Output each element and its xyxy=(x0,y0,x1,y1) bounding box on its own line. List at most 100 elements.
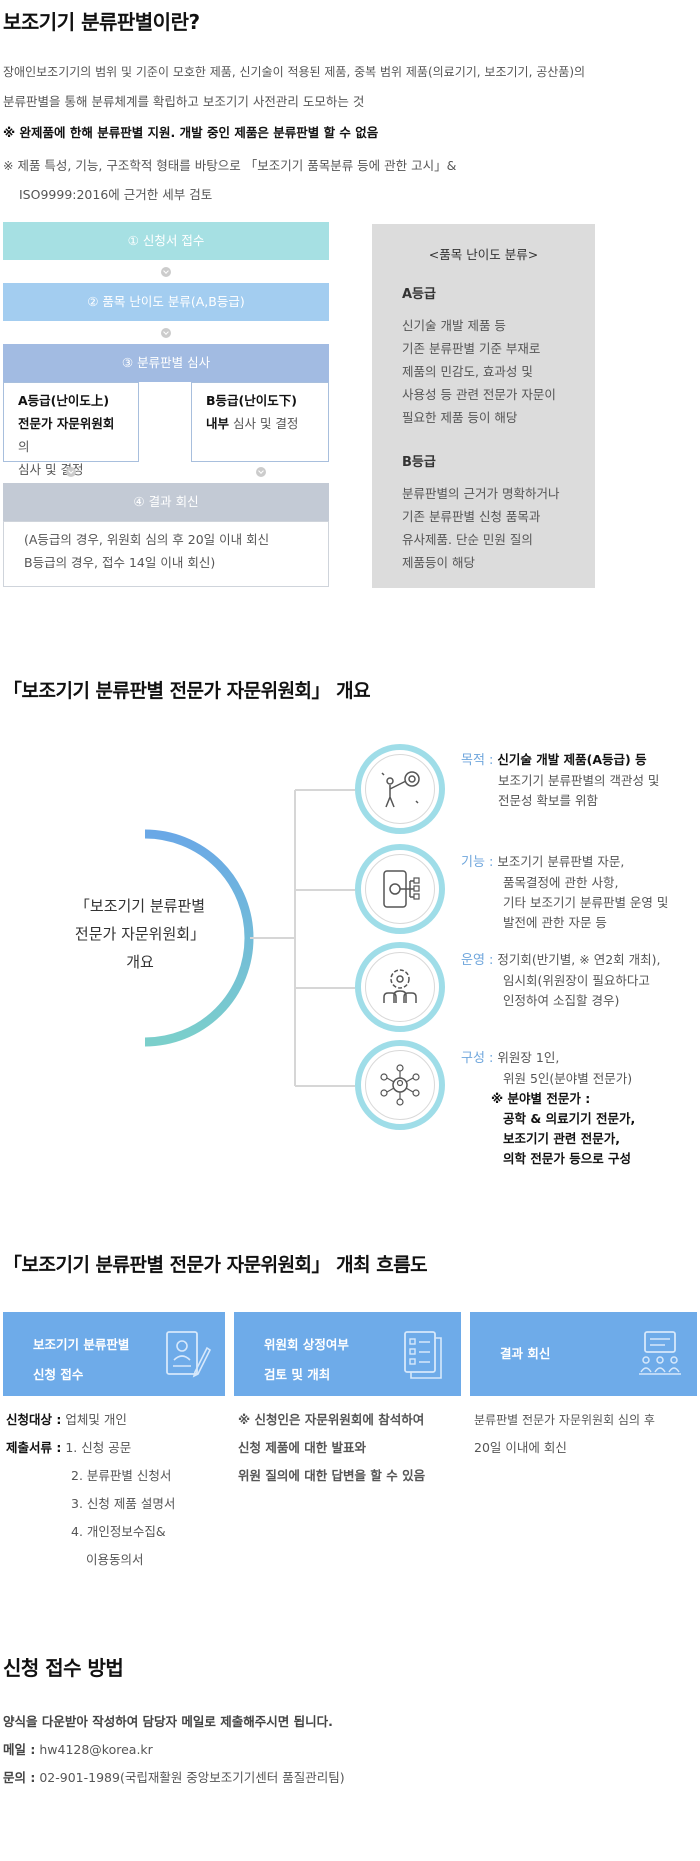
function-lead: 보조기기 분류판별 자문, xyxy=(497,854,625,869)
result-line-1: (A등급의 경우, 위원회 심의 후 20일 이내 회신 xyxy=(24,532,270,547)
process-box-3-label: 결과 회신 xyxy=(500,1346,551,1361)
grade-a-line: 신기술 개발 제품 등 xyxy=(402,318,506,333)
intro-line-2: 분류판별을 통해 분류체계를 확립하고 보조기기 사전관리 도모하는 것 xyxy=(3,94,365,109)
operation-line: 임시회(위원장이 필요하다고 xyxy=(503,973,650,988)
note-line-2: ISO9999:2016에 근거한 세부 검토 xyxy=(19,187,213,202)
composition-circle xyxy=(355,1040,445,1130)
section-title-classification: 보조기기 분류판별이란? xyxy=(3,10,200,34)
note-review-basis: ※ 제품 특성, 기능, 구조학적 형태를 바탕으로 「보조기기 품목분류 등에… xyxy=(3,153,456,207)
step-3-bar: ③ 분류판별 심사 xyxy=(3,344,329,382)
center-line: 전문가 자문위원회」 xyxy=(74,925,206,943)
target-person-icon xyxy=(381,771,420,808)
tablet-network-icon xyxy=(383,870,420,908)
step-connector-icon xyxy=(66,467,76,477)
center-line: 개요 xyxy=(126,953,154,971)
composition-bold-line: ※ 분야별 전문가 : xyxy=(491,1091,591,1106)
apply-description: 양식을 다운받아 작성하여 담당자 메일로 제출해주시면 됩니다. xyxy=(3,1714,333,1729)
operation-circle xyxy=(355,942,445,1032)
notice-completed-only: ※ 완제품에 한해 분류판별 지원. 개발 중인 제품은 분류판별 할 수 없음 xyxy=(3,125,379,140)
apply-info: 양식을 다운받아 작성하여 담당자 메일로 제출해주시면 됩니다. 메일 : h… xyxy=(3,1708,345,1792)
process-box-application: 보조기기 분류판별 신청 접수 xyxy=(3,1312,225,1396)
process-box-1-line: 보조기기 분류판별 xyxy=(33,1337,130,1352)
step-connector-icon xyxy=(256,467,266,477)
document-item: 이용동의서 xyxy=(86,1552,144,1567)
operation-line: 인정하여 소집할 경우) xyxy=(503,993,620,1008)
step-connector-icon xyxy=(161,267,171,277)
step-2-bar: ② 품목 난이도 분류(A,B등급) xyxy=(3,283,329,321)
result-reply-note: 분류판별 전문가 자문위원회 심의 후 20일 이내에 회신 xyxy=(474,1406,698,1462)
function-text: 기능 : 보조기기 분류판별 자문, 품목결정에 관한 사항, 기타 보조기기 … xyxy=(461,852,691,933)
document-item: 2. 분류판별 신청서 xyxy=(71,1468,172,1483)
grade-a-description: 신기술 개발 제품 등 기존 분류판별 기준 부재로 제품의 민감도, 효과성 … xyxy=(402,314,565,429)
operation-key: 운영 : xyxy=(461,953,494,968)
grade-a-line: 필요한 제품 등이 해당 xyxy=(402,410,518,425)
process-box-result: 결과 회신 xyxy=(470,1312,697,1396)
process-box-review: 위원회 상정여부 검토 및 개최 xyxy=(234,1312,461,1396)
grade-b-line: 분류판별의 근거가 명확하거나 xyxy=(402,486,560,501)
grade-a-line: 사용성 등 관련 전문가 자문이 xyxy=(402,387,556,402)
process-box-1-label: 보조기기 분류판별 신청 접수 xyxy=(33,1330,129,1390)
process-box-2-label: 위원회 상정여부 검토 및 개최 xyxy=(264,1330,349,1390)
grade-a-review-box: A등급(난이도上) 전문가 자문위원회의 심사 및 결정 xyxy=(3,382,139,477)
purpose-line: 전문성 확보를 위함 xyxy=(498,793,598,808)
process-box-2-line: 검토 및 개최 xyxy=(264,1367,331,1382)
phone-value: 02-901-1989(국립재활원 중앙보조기기센터 품질관리팀) xyxy=(39,1770,345,1785)
section-title-process: 「보조기기 분류판별 전문가 자문위원회」 개최 흐름도 xyxy=(3,1254,428,1276)
purpose-text: 목적 : 신기술 개발 제품(A등급) 등 보조기기 분류판별의 객관성 및 전… xyxy=(461,750,691,811)
function-line: 기타 보조기기 분류판별 운영 및 xyxy=(503,895,669,910)
note-line-1: ※ 제품 특성, 기능, 구조학적 형태를 바탕으로 「보조기기 품목분류 등에… xyxy=(3,158,457,173)
phone-key: 문의 : xyxy=(3,1770,36,1785)
function-line: 품목결정에 관한 사항, xyxy=(503,875,619,890)
center-arc xyxy=(144,829,254,1047)
document-item: 4. 개인정보수집& xyxy=(71,1524,166,1539)
operation-lead: 정기회(반기별, ※ 연2회 개최), xyxy=(497,952,661,967)
process-box-2-line: 위원회 상정여부 xyxy=(264,1337,349,1352)
purpose-line: 보조기기 분류판별의 객관성 및 xyxy=(498,773,660,788)
committee-diagram-lines xyxy=(144,789,355,1087)
purpose-key: 목적 : xyxy=(461,753,494,768)
grade-b-line: 유사제품. 단순 민원 질의 xyxy=(402,532,533,547)
team-gear-icon xyxy=(383,969,417,1003)
checklist-icon xyxy=(404,1331,442,1379)
meeting-icon xyxy=(639,1331,681,1375)
document-pen-icon xyxy=(166,1331,211,1378)
function-key: 기능 : xyxy=(461,855,494,870)
grade-b-suffix: 심사 및 결정 xyxy=(229,416,299,431)
document-item: 1. 신청 공문 xyxy=(65,1440,132,1455)
grade-a-suffix: 의 xyxy=(18,439,30,454)
function-circle xyxy=(355,844,445,934)
grade-a-line: 제품의 민감도, 효과성 및 xyxy=(402,364,533,379)
center-line: 「보조기기 분류판별 xyxy=(74,897,206,915)
step-connector-icon xyxy=(161,328,171,338)
function-line: 발전에 관한 자문 등 xyxy=(503,915,607,930)
grade-b-line: 기존 분류판별 신청 품목과 xyxy=(402,509,541,524)
grade-a-heading: A등급 xyxy=(402,287,436,302)
grade-box-title: <품목 난이도 분류> xyxy=(428,247,539,262)
section-title-committee: 「보조기기 분류판별 전문가 자문위원회」 개요 xyxy=(3,680,371,702)
grade-a-committee: 전문가 자문위원회 xyxy=(18,416,115,431)
result-line-2: B등급의 경우, 접수 14일 이내 회신) xyxy=(24,555,216,570)
grade-b-description: 분류판별의 근거가 명확하거나 기존 분류판별 신청 품목과 유사제품. 단순 … xyxy=(402,482,565,574)
composition-bold-line: 보조기기 관련 전문가, xyxy=(503,1131,620,1146)
composition-key: 구성 : xyxy=(461,1051,494,1066)
step-1-bar: ① 신청서 접수 xyxy=(3,222,329,260)
documents-key: 제출서류 : xyxy=(6,1440,62,1455)
expert-network-icon xyxy=(380,1064,420,1106)
section-title-apply: 신청 접수 방법 xyxy=(3,1656,124,1680)
grade-a-line: 기존 분류판별 기준 부재로 xyxy=(402,341,541,356)
composition-lead: 위원장 1인, xyxy=(497,1050,560,1065)
composition-bold-line: 의학 전문가 등으로 구성 xyxy=(503,1151,632,1166)
intro-paragraph: 장애인보조기기의 범위 및 기준이 모호한 제품, 신기술이 적용된 제품, 중… xyxy=(3,60,693,114)
process-box-1-line: 신청 접수 xyxy=(33,1367,84,1382)
purpose-lead: 신기술 개발 제품(A등급) 등 xyxy=(497,752,647,767)
grade-a-title: A등급(난이도上) xyxy=(18,393,110,408)
reply-line: 분류판별 전문가 자문위원회 심의 후 xyxy=(474,1413,655,1427)
mail-key: 메일 : xyxy=(3,1742,36,1757)
step-4-bar: ④ 결과 회신 xyxy=(3,483,329,521)
composition-bold-line: 공학 & 의료기기 전문가, xyxy=(503,1111,636,1126)
committee-center-label: 「보조기기 분류판별 전문가 자문위원회」 개요 xyxy=(60,892,220,976)
attendance-line: 신청 제품에 대한 발표와 xyxy=(238,1440,367,1455)
attendance-line: ※ 신청인은 자문위원회에 참석하여 xyxy=(238,1412,425,1427)
composition-text: 구성 : 위원장 1인, 위원 5인(분야별 전문가) ※ 분야별 전문가 : … xyxy=(461,1048,691,1169)
mail-link[interactable]: hw4128@korea.kr xyxy=(39,1742,153,1757)
